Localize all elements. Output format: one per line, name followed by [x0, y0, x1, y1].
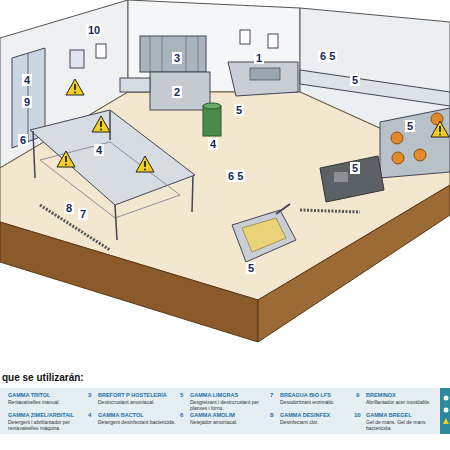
callout-number: 3 — [172, 52, 182, 64]
legend-product: GAMMA TRITOL — [8, 392, 84, 399]
legend-product: GAMMA DESINFEX — [280, 412, 354, 419]
counter — [120, 78, 150, 92]
legend-number: 8 — [270, 412, 273, 419]
legend-description: Detergent i abrillantador per rentavaixe… — [8, 419, 84, 431]
ground-section — [258, 185, 450, 342]
legend-product: GAMMA ZIMEL/ARBITAIL — [8, 412, 84, 419]
callout-number: 5 — [234, 104, 244, 116]
legend-description: Gel de mans. Gel de mans bactericida. — [366, 419, 438, 431]
legend-number: 7 — [270, 392, 273, 399]
callout-number: 4 — [94, 144, 104, 156]
floor-drain — [40, 205, 110, 250]
callout-number: 5 — [246, 262, 256, 274]
ground-section — [0, 222, 258, 342]
legend-product: BREFORT P HOSTELERIA — [98, 392, 178, 399]
legend-description: Desincrustant amoníacal. — [98, 399, 176, 405]
hand-sink — [70, 50, 84, 68]
legend-product: BREAGUA BIO LFS — [280, 392, 354, 399]
legend-number: 9 — [356, 392, 359, 399]
legend-description: Detergent desinfectant bactericida. — [98, 419, 176, 425]
warning-sign — [66, 79, 84, 95]
legend-description: Desgreixant i desincrustant per planxes … — [190, 399, 268, 411]
dispenser — [96, 44, 106, 58]
legend-description: Netejador amoniacal. — [190, 419, 268, 425]
legend-number: 6 — [180, 412, 183, 419]
callout-number: 6 — [18, 134, 28, 146]
floor-drain — [300, 210, 360, 212]
legend-tab — [440, 388, 450, 434]
warning-sign — [431, 121, 449, 137]
range — [380, 108, 450, 178]
callout-number: 2 — [172, 86, 182, 98]
callout-number: 6 5 — [318, 50, 337, 62]
warning-sign — [57, 151, 75, 167]
legend-product: GAMMA LIMGRAS — [190, 392, 268, 399]
callout-number: 8 — [64, 202, 74, 214]
legend-description: Desinfectant clor. — [280, 419, 354, 425]
callout-number: 5 — [405, 120, 415, 132]
callout-number: 5 — [350, 74, 360, 86]
legend-number: 4 — [88, 412, 91, 419]
warning-sign — [136, 156, 154, 172]
legend-number: 10 — [354, 412, 361, 419]
callout-number: 6 5 — [226, 170, 245, 182]
dispenser — [240, 30, 250, 44]
callout-number: 7 — [78, 208, 88, 220]
legend-number: 3 — [88, 392, 91, 399]
legend-product: GAMMA BREGEL — [366, 412, 438, 419]
work-table — [30, 110, 195, 205]
griddle — [320, 156, 384, 202]
legend-strip — [0, 388, 440, 434]
callout-number: 1 — [254, 52, 264, 64]
callout-number: 9 — [22, 96, 32, 108]
legend-description: Abrillantador acer inoxidable. — [366, 399, 438, 405]
sink — [228, 62, 298, 96]
legend-product: BREMINOX — [366, 392, 438, 399]
warning-sign — [92, 116, 110, 132]
legend-description: Rentavaixelles manual. — [8, 399, 84, 405]
callout-number: 4 — [22, 74, 32, 86]
callout-number: 5 — [350, 162, 360, 174]
fryer — [232, 210, 296, 262]
bin — [203, 106, 221, 136]
legend-product: GAMMA AMOLIM — [190, 412, 268, 419]
legend-number: 5 — [180, 392, 183, 399]
legend-product: GAMMA BACTOL — [98, 412, 176, 419]
legend-description: Desodoritzant enzimàtic. — [280, 399, 354, 405]
dishwasher-body — [150, 72, 210, 110]
wall-counter — [300, 70, 450, 106]
dishwasher-hood — [140, 36, 206, 72]
callout-number: 4 — [208, 138, 218, 150]
callout-number: 10 — [86, 24, 102, 36]
section-heading: que se utilizarán: — [2, 372, 84, 384]
dispenser — [268, 34, 278, 48]
